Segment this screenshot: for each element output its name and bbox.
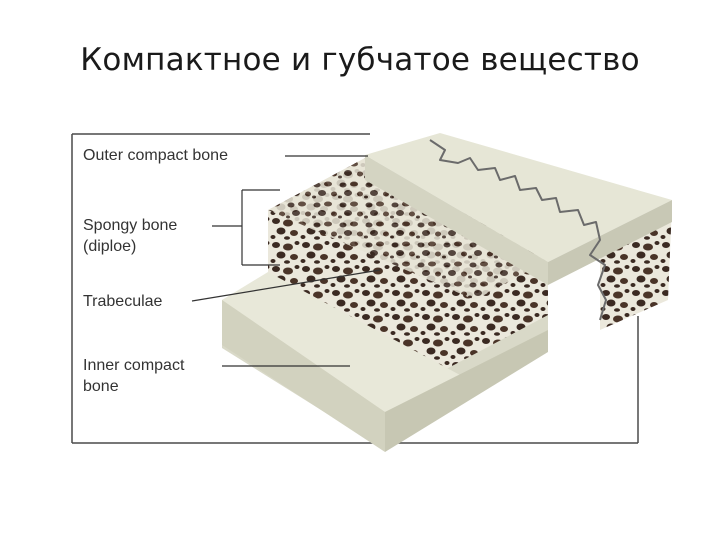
label-inner-compact: Inner compact (83, 357, 185, 374)
figure-frame (71, 133, 639, 444)
label-outer-compact-bone: Outer compact bone (83, 147, 228, 164)
label-inner-compact-bone: bone (83, 378, 119, 395)
slide-title: Компактное и губчатое вещество (80, 42, 640, 78)
inner-compact-bone (222, 272, 548, 452)
label-spongy-bone: Spongy bone (83, 217, 178, 234)
outer-compact-bone (365, 133, 672, 321)
label-trabeculae: Trabeculae (83, 293, 163, 310)
leader-lines (191, 155, 381, 367)
label-diploe: (diploe) (83, 238, 137, 255)
suture-line (429, 139, 607, 321)
spongy-bone-top (268, 158, 548, 300)
